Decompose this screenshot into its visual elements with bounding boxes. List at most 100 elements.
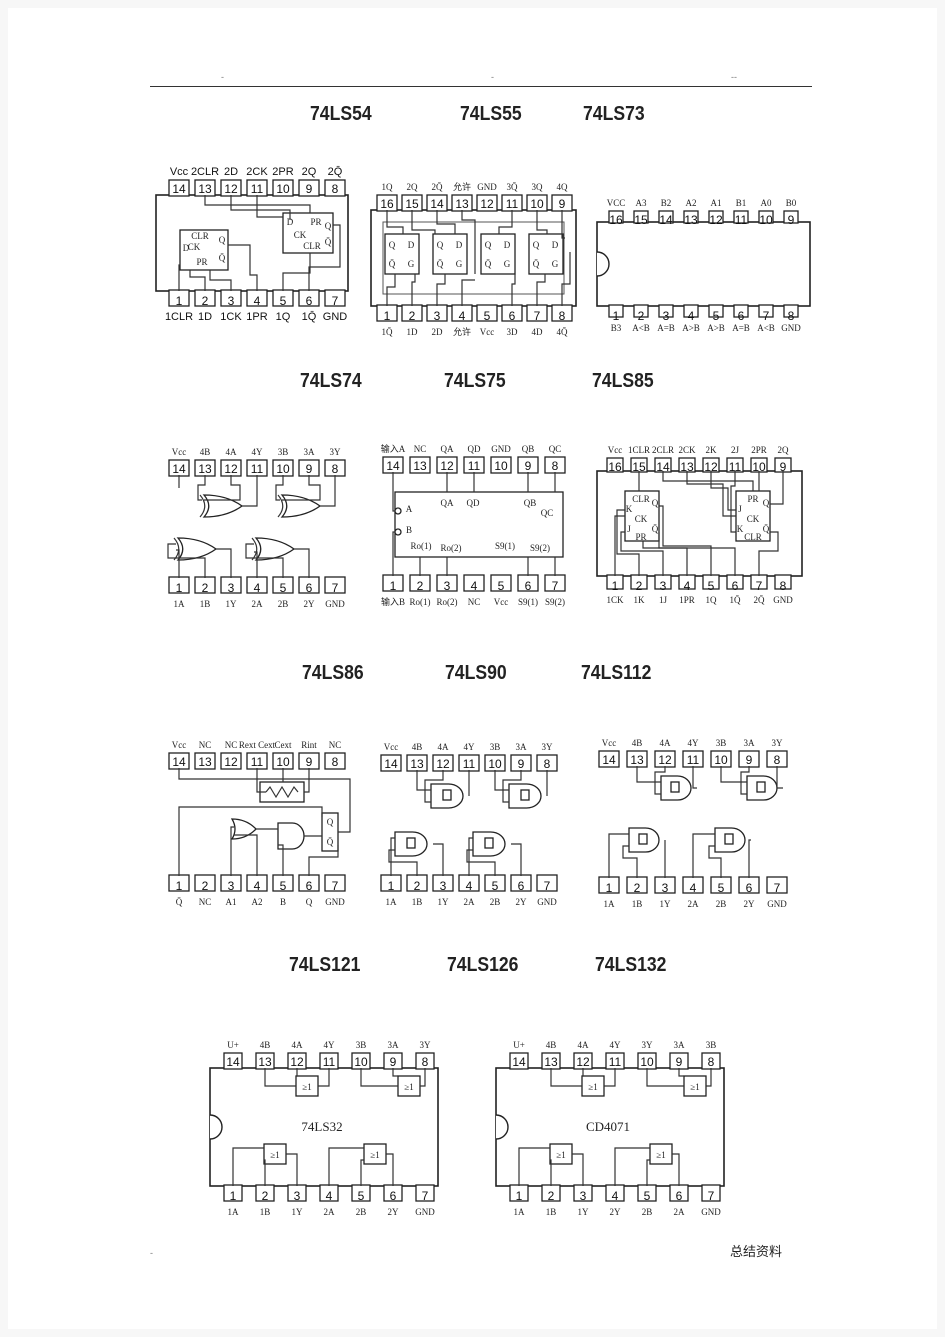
pin-label-top: A3 [636,198,647,208]
pin-label-top: 2D [224,166,238,178]
latch-label: Q [533,240,540,250]
pin-label-top: 2PR [272,166,293,178]
wire [264,1159,266,1186]
pin-top [783,210,799,224]
pin-label-top: 4B [546,1040,557,1050]
pin-number: 12 [709,213,723,227]
wire [411,210,436,234]
pin-label-top: 2CK [246,166,268,178]
pin-label-top: Vcc [170,166,189,178]
pin-top [298,179,320,197]
wire [178,806,323,876]
pin-number: 13 [198,182,212,196]
ff-label: Q̄ [652,524,659,534]
wire [386,1153,394,1186]
wire [561,210,565,239]
pin-number: 5 [484,309,491,323]
pin-number: 10 [759,213,773,227]
wire [692,833,715,878]
pin-number: 14 [172,182,186,196]
pin-number: 3 [444,579,451,593]
pin-number: 6 [732,579,739,593]
counter-label: S9(2) [530,543,550,553]
pin-number: 7 [332,581,339,595]
wire [308,845,339,876]
latch-label: D [552,240,559,250]
ff-label: Q̄ [219,253,226,263]
pin-label-bottom: 1B [632,899,643,909]
pin-number: 1 [613,309,620,323]
logic-block [756,781,766,793]
wire [608,833,629,878]
pin-label-top: 3Q̄ [507,182,519,192]
pin-number: 6 [306,879,313,893]
internal-logic: CD4071≥1≥1≥1≥1 [518,1068,712,1186]
pin-label-bottom: A>B [707,323,725,333]
pin-number: 12 [224,462,238,476]
counter-label: B [406,525,412,535]
chip-diagram: 141Vcc1A1324B1B1234A1Y1144Y2A1053B2B963A… [167,447,346,609]
counter-label: Ro(1) [411,541,432,551]
pin-number: 9 [390,1055,397,1069]
chip-title: 74LS126 [447,954,519,976]
pin-label-bottom: 1CK [220,311,242,323]
pin-label-top: QB [522,444,535,454]
wire [264,1068,296,1087]
pin-label-top: 1Q [382,182,394,192]
monostable-label: Q̄ [327,837,334,847]
pin-label-bottom: B3 [611,323,622,333]
wire [216,548,232,578]
pin-label-top: 4B [632,738,643,748]
chip-title: 74LS73 [583,103,645,125]
pin-label-top: 1CLR [628,445,650,455]
pin-number: 9 [306,182,313,196]
wire [178,264,180,291]
wire [658,532,736,576]
pin-number: 14 [430,197,444,211]
pin-number: 5 [358,1189,365,1203]
pin-label-bottom: 1A [174,599,186,609]
pin-number: 6 [390,1189,397,1203]
pin-number: 8 [780,579,787,593]
pin-label-top: NC [225,740,238,750]
pin-label-bottom: 1D [407,327,419,337]
wire [390,837,395,876]
pin-bottom [324,289,346,307]
pin-label-top: 3Y [542,742,554,752]
pin-label-bottom: 1B [200,599,211,609]
input-bubble [394,528,402,536]
latch-label: Q [485,240,492,250]
pin-bottom [415,1184,435,1202]
latch-label: Q̄ [437,259,444,269]
pin-number: 10 [494,459,508,473]
wire [466,849,496,876]
pin-number: 7 [534,309,541,323]
pin-number: 3 [228,294,235,308]
ff-label: CK [747,514,760,524]
pin-number: 11 [609,1055,622,1069]
pin-label-top: 2CLR [652,445,674,455]
pin-number: 2 [409,309,416,323]
pin-label-bottom: GND [767,899,787,909]
pin-top [708,210,724,224]
pin-label-top: 3Y [330,447,342,457]
pin-number: 7 [544,879,551,893]
pin-label-top: NC [329,740,342,750]
ff-label: Q̄ [325,237,332,247]
pin-number: 14 [512,1055,526,1069]
pin-number: 2 [636,579,643,593]
pin-bottom [608,304,624,318]
ff-label: Q [219,235,226,245]
wire [572,1153,584,1186]
logic-block [406,837,416,849]
pin-label-bottom: S9(1) [518,597,538,607]
wire [386,210,404,234]
pin-number: 6 [525,579,532,593]
wire [708,845,722,878]
pin-bottom [758,304,774,318]
pin-number: 6 [676,1189,683,1203]
ff-label: K [737,524,744,534]
